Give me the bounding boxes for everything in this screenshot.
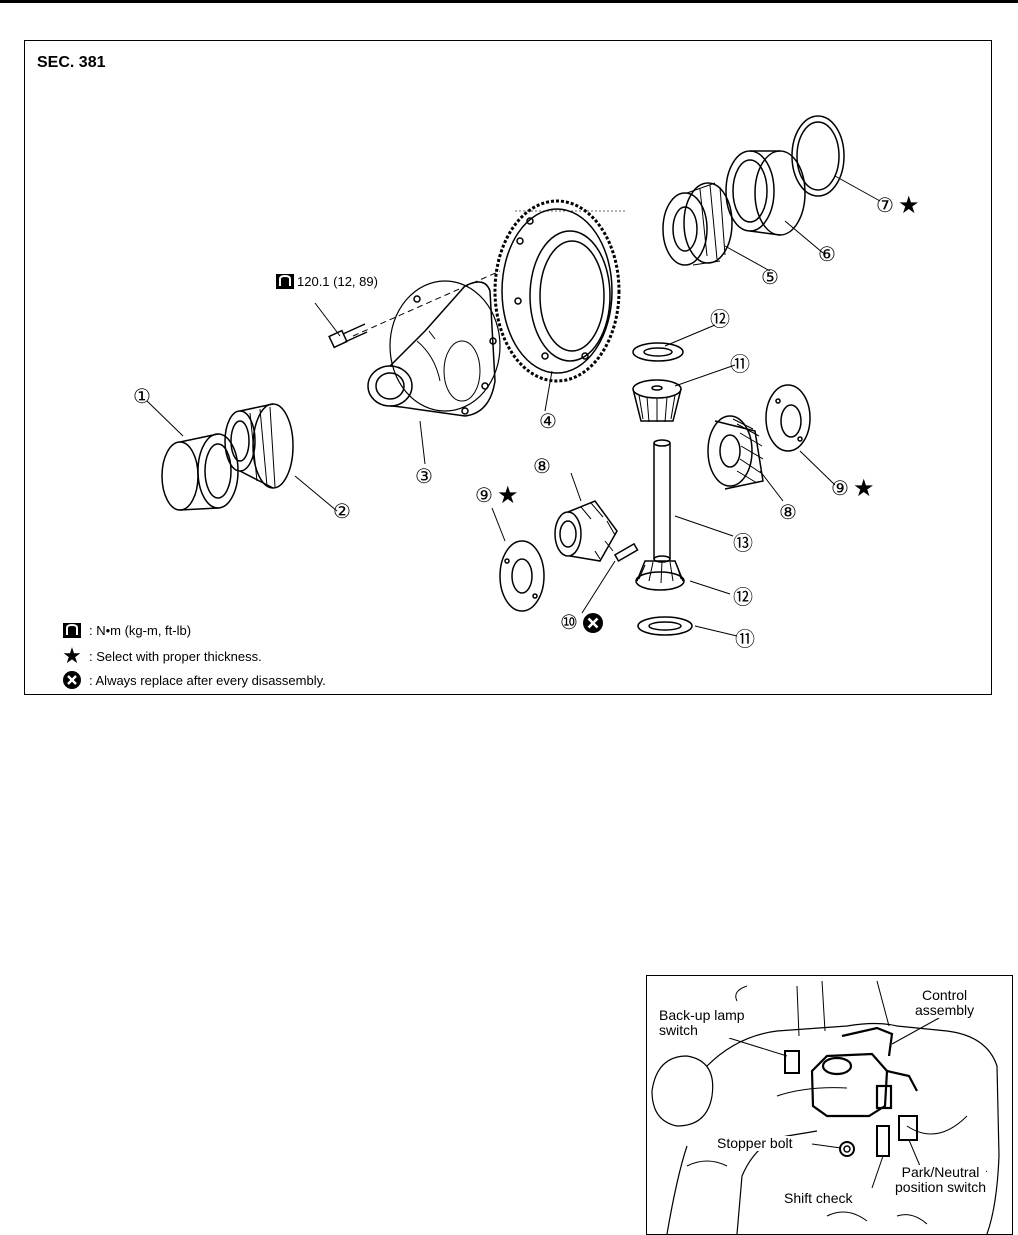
replace-x-icon bbox=[582, 612, 604, 634]
legend-torque: : N•m (kg-m, ft-lb) bbox=[61, 621, 191, 639]
part-12-pinion-gear-bottom bbox=[635, 560, 685, 591]
part-13-pinion-shaft bbox=[653, 439, 671, 563]
ring-gear-bolt bbox=[328, 323, 368, 349]
callout-9-left: ⑨ ★ bbox=[475, 482, 519, 509]
callout-8-left: ⑧ bbox=[533, 456, 551, 478]
callout-1: ① bbox=[133, 386, 151, 408]
differential-exploded-diagram: SEC. 381 bbox=[24, 40, 992, 695]
callout-6: ⑥ bbox=[818, 244, 836, 266]
part-9-thrust-washer-right bbox=[765, 384, 811, 452]
part-2-tapered-bearing bbox=[224, 403, 294, 489]
callout-4: ④ bbox=[539, 411, 557, 433]
part-3-differential-case bbox=[367, 280, 501, 417]
part-11-pinion-gear-top bbox=[632, 379, 682, 423]
callout-9-right: ⑨ ★ bbox=[831, 475, 875, 502]
callout-2: ② bbox=[333, 501, 351, 523]
part-9-thrust-washer-left bbox=[499, 540, 545, 612]
callout-11-top: ⑪ bbox=[730, 354, 750, 376]
callout-3: ③ bbox=[415, 466, 433, 488]
callout-11-bottom: ⑪ bbox=[735, 629, 755, 651]
part-11-washer-bottom bbox=[637, 616, 693, 636]
part-5-bearing bbox=[662, 182, 733, 266]
top-rule bbox=[0, 0, 1018, 3]
part-8-side-gear-left bbox=[554, 500, 618, 562]
stopper-bolt-shape bbox=[839, 1141, 855, 1157]
callout-12-bottom: ⑫ bbox=[733, 587, 753, 609]
torque-wrench-icon bbox=[61, 621, 83, 639]
callout-10: ⑩ bbox=[560, 610, 604, 635]
callout-8-right: ⑧ bbox=[779, 502, 797, 524]
star-icon: ★ bbox=[496, 482, 519, 509]
torque-spec: 120.1 (12, 89) bbox=[275, 273, 378, 290]
shift-check-shape bbox=[876, 1125, 890, 1157]
control-assembly-body bbox=[810, 1026, 918, 1118]
control-assembly-diagram: Back-up lamp switch Control assembly Sto… bbox=[646, 975, 1013, 1235]
callout-13: ⑬ bbox=[733, 533, 753, 555]
star-icon: ★ bbox=[62, 643, 82, 668]
backup-lamp-switch-shape bbox=[784, 1050, 800, 1074]
callout-5: ⑤ bbox=[761, 267, 779, 289]
legend-star: ★ : Select with proper thickness. bbox=[62, 643, 262, 668]
label-control-assembly: Control assembly bbox=[915, 987, 975, 1018]
legend-replace: : Always replace after every disassembly… bbox=[61, 671, 326, 689]
label-backup-lamp-switch: Back-up lamp switch bbox=[659, 1007, 745, 1038]
label-park-neutral-switch: Park/Neutral position switch bbox=[895, 1164, 987, 1195]
part-1-bearing-race bbox=[161, 433, 239, 511]
replace-x-icon bbox=[61, 671, 83, 689]
part-10-lock-pin bbox=[613, 542, 639, 562]
star-icon: ★ bbox=[897, 192, 920, 219]
exploded-view-drawing bbox=[146, 115, 881, 637]
callout-7: ⑦ ★ bbox=[876, 192, 920, 219]
part-4-ring-gear bbox=[493, 199, 625, 383]
part-6-bearing-race bbox=[725, 150, 806, 236]
park-neutral-switch-shape bbox=[898, 1115, 918, 1141]
part-12-washer-top bbox=[632, 342, 684, 362]
torque-wrench-icon bbox=[275, 273, 295, 290]
section-label: SEC. 381 bbox=[37, 54, 106, 71]
part-8-side-gear-right bbox=[707, 415, 764, 490]
part-7-shim bbox=[791, 115, 845, 197]
label-stopper-bolt: Stopper bolt bbox=[717, 1135, 793, 1151]
label-shift-check: Shift check bbox=[784, 1190, 853, 1206]
callout-12-top: ⑫ bbox=[710, 309, 730, 331]
star-icon: ★ bbox=[852, 475, 875, 502]
